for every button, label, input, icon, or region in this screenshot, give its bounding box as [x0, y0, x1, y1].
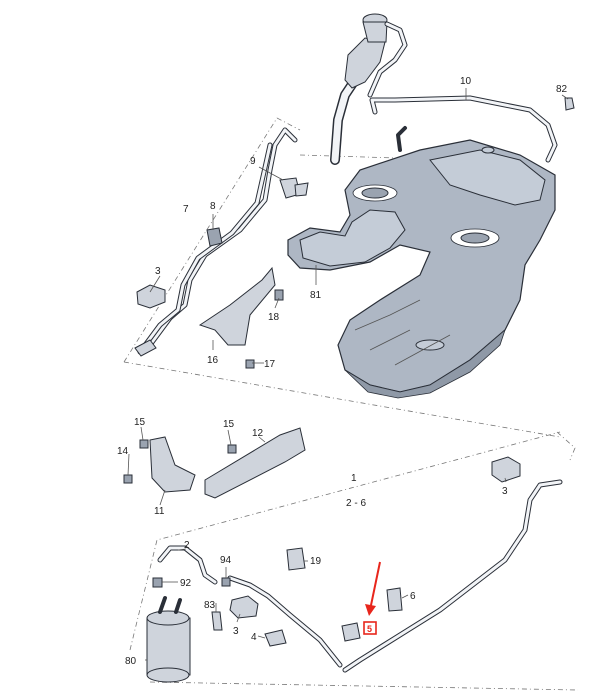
breather-line: [369, 95, 575, 163]
callout-9: 9: [250, 156, 256, 167]
grommet-19: [286, 547, 306, 571]
fuel-tank: [287, 139, 556, 399]
callout-92: 92: [180, 578, 192, 589]
callout-16: 16: [207, 355, 219, 366]
grommet-8: [206, 227, 223, 247]
parts-top-left: [136, 227, 284, 369]
nut-15-left: [139, 439, 149, 449]
callout-15-right: 15: [223, 419, 235, 430]
callout-14: 14: [117, 446, 129, 457]
callout-18: 18: [268, 312, 280, 323]
bracket-11: [149, 436, 196, 493]
callout-3-top: 3: [155, 266, 161, 277]
holder-3-top: [136, 284, 166, 309]
parts-lower: [146, 456, 521, 683]
fuel-lines-left: [134, 127, 309, 357]
clip-6: [386, 587, 403, 612]
nut-15-right: [227, 444, 237, 454]
fuel-filter-80: [146, 617, 191, 676]
callout-83: 83: [204, 600, 216, 611]
callout-12: 12: [252, 428, 264, 439]
bolt-17: [245, 359, 255, 369]
red-arrow-shaft: [369, 561, 381, 611]
callout-15-left: 15: [134, 417, 146, 428]
callout-5-highlighted: 5: [367, 624, 372, 634]
nut-94: [221, 577, 231, 587]
highlight-box: [363, 621, 377, 635]
callout-80: 80: [125, 656, 137, 667]
callout-19: 19: [310, 556, 322, 567]
red-arrow-head-icon: [365, 604, 376, 616]
filler-neck: [330, 13, 408, 165]
holder-3-bottom: [229, 595, 259, 619]
callout-11: 11: [154, 506, 165, 517]
highlight-marker: 5: [363, 561, 381, 635]
fuel-lines-lower: [157, 479, 563, 673]
holder-3-right: [491, 456, 521, 483]
clip-5: [341, 622, 361, 642]
callout-8: 8: [210, 201, 216, 212]
nut-18: [274, 289, 284, 301]
pin-83: [211, 611, 223, 631]
callout-3-right: 3: [502, 486, 508, 497]
callout-labels: 10 82 9 7 8 3 18 81 16 17 15 15 12 14 11…: [117, 76, 568, 667]
clip-4: [264, 629, 287, 647]
callout-2: 2: [184, 540, 190, 551]
callout-4: 4: [251, 632, 257, 643]
guard-12: [204, 427, 306, 499]
callout-1: 1: [351, 473, 357, 484]
leader-lines: [127, 88, 569, 661]
vent-valve: [564, 97, 575, 111]
callout-17: 17: [264, 359, 276, 370]
callout-3-bottom: 3: [233, 626, 239, 637]
heat-shield-16: [198, 266, 276, 346]
callout-82: 82: [556, 84, 568, 95]
callout-2-6: 2 - 6: [346, 498, 366, 509]
callout-6: 6: [410, 591, 416, 602]
parts-middle: [123, 427, 306, 499]
bolt-14: [123, 474, 133, 484]
callout-94: 94: [220, 555, 232, 566]
callout-7: 7: [183, 204, 189, 215]
nut-92: [152, 577, 163, 588]
callout-10: 10: [460, 76, 472, 87]
callout-81: 81: [310, 290, 322, 301]
